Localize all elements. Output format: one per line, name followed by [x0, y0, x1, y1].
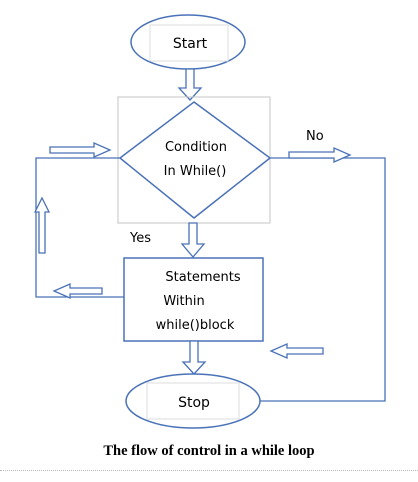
exit-connector: [260, 157, 386, 402]
block-arrow-icon: [52, 283, 103, 299]
stop-terminal: Stop: [125, 373, 261, 429]
block-arrow-icon: [33, 196, 51, 254]
block-arrow-icon: [180, 222, 206, 259]
start-terminal: Start: [130, 14, 246, 70]
figure-caption: The flow of control in a while loop: [103, 443, 315, 459]
block-arrow-icon: [269, 343, 324, 359]
loop-back-connector: [35, 157, 124, 298]
condition-label-line2: In While(): [164, 164, 227, 179]
no-label: No: [306, 129, 324, 144]
divider: [0, 470, 418, 471]
block-arrow-icon: [177, 68, 203, 101]
condition-decision: Condition In While(): [117, 96, 272, 224]
statements-label-line2: Within: [163, 294, 204, 309]
yes-label: Yes: [129, 231, 151, 246]
block-arrow-icon: [181, 340, 207, 375]
block-arrow-icon: [49, 142, 112, 158]
start-label: Start: [173, 36, 208, 52]
block-arrow-icon: [288, 147, 352, 163]
stop-label: Stop: [178, 395, 210, 411]
statements-block: Statements Within while()block: [123, 257, 264, 342]
condition-label-line1: Condition: [165, 140, 227, 155]
statements-label-line1: Statements: [165, 270, 240, 285]
statements-label-line3: while()block: [156, 318, 235, 333]
